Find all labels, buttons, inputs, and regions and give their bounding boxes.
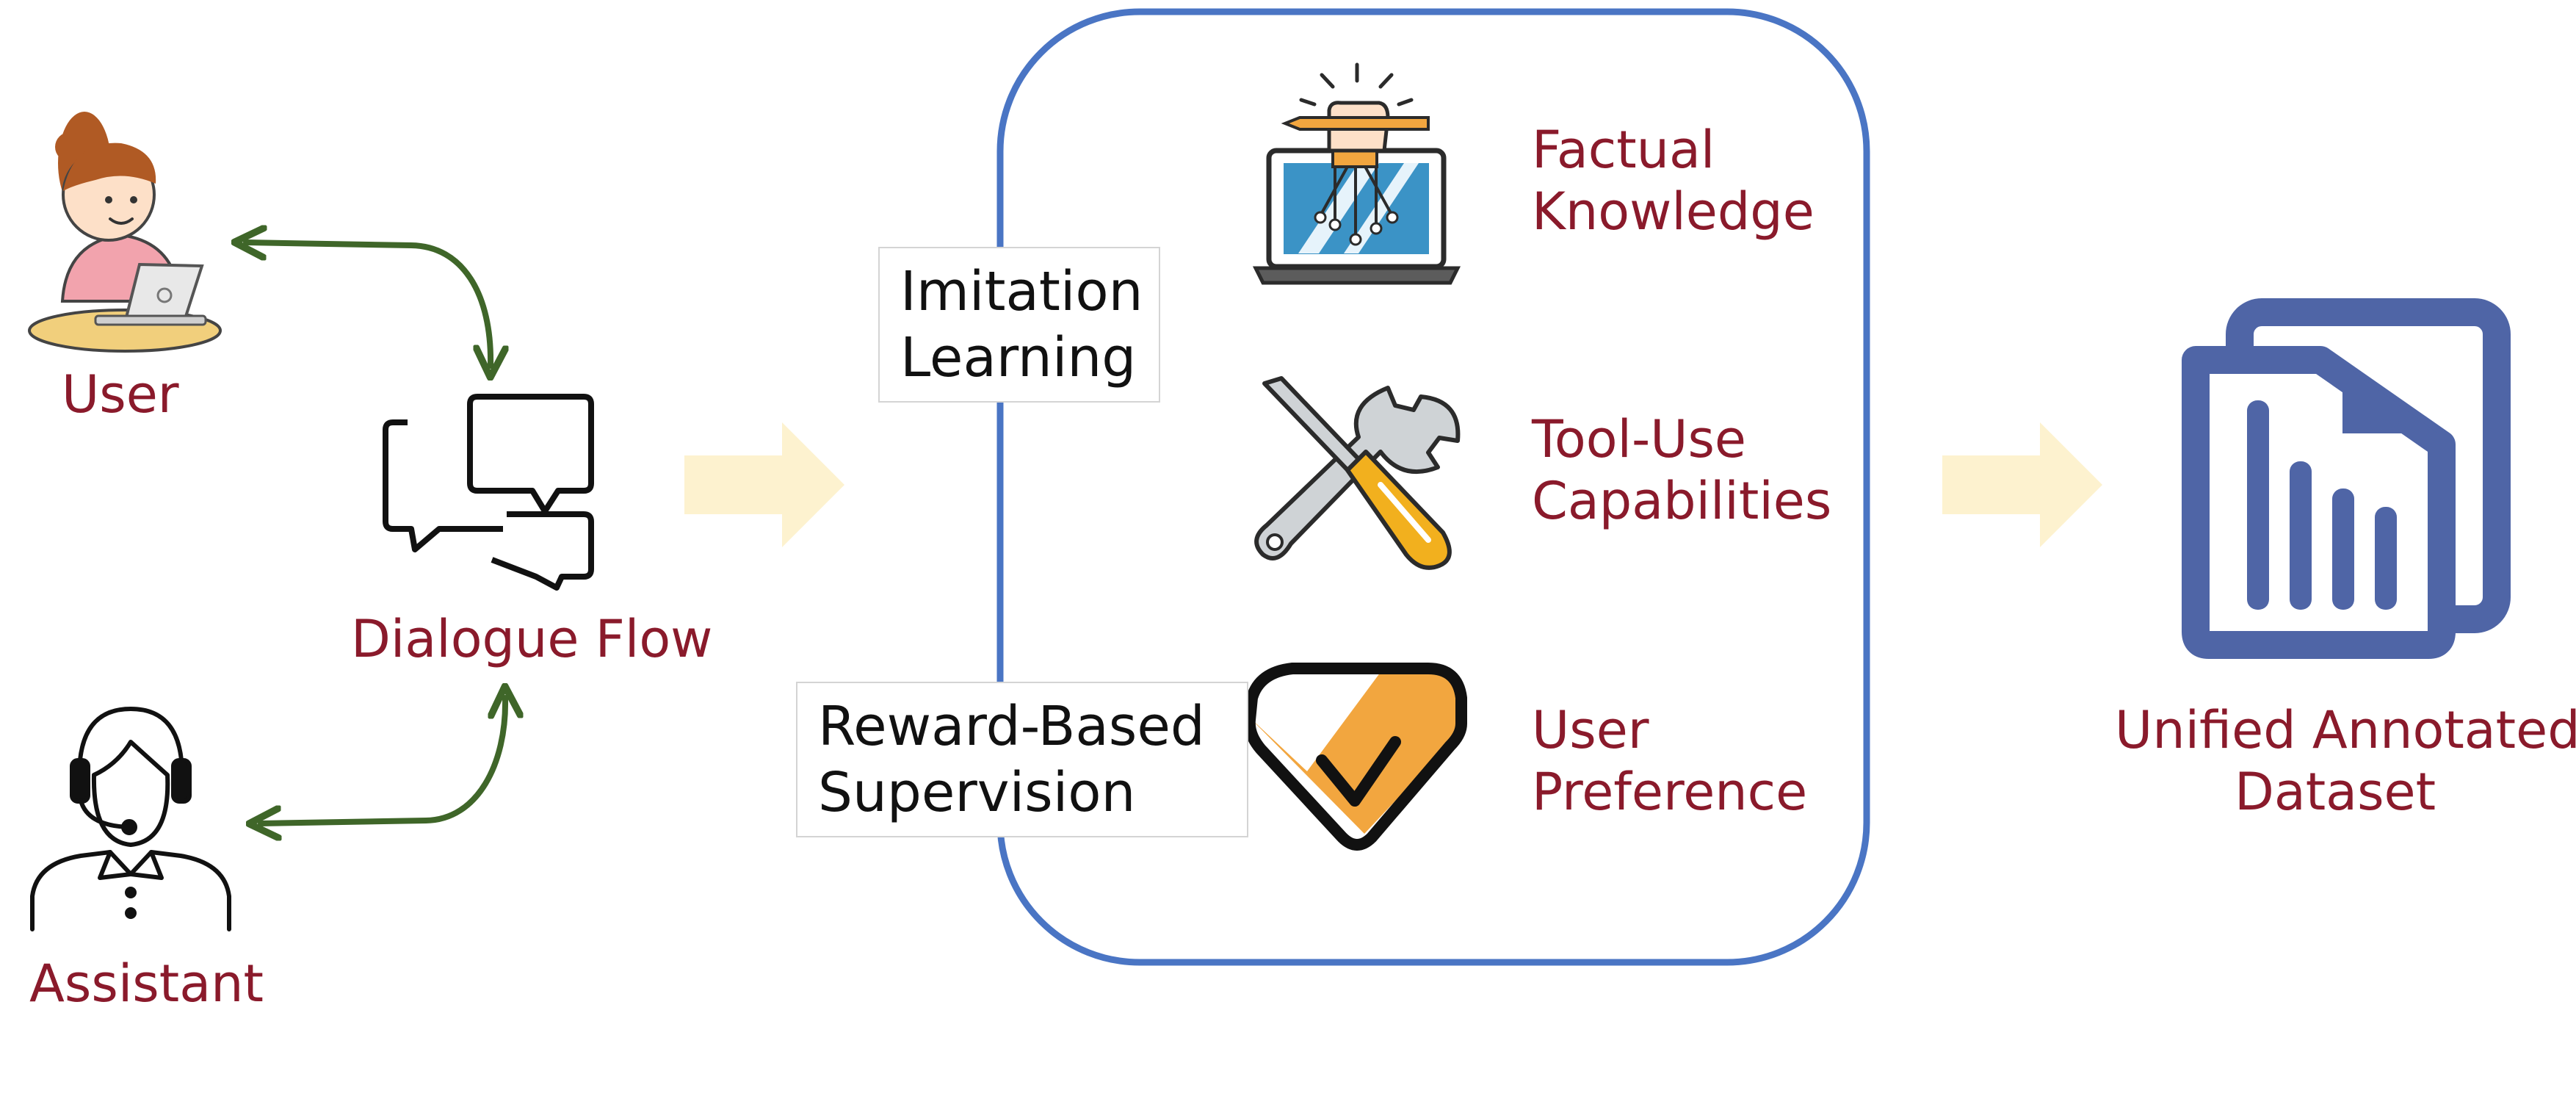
flow-arrow-to-methods <box>684 422 844 547</box>
capability-1-line-2: Knowledge <box>1532 181 1815 242</box>
dataset-document-icon <box>2182 298 2511 659</box>
output-line-2: Dataset <box>2234 762 2436 822</box>
laptop-hand-pencil-icon <box>1252 62 1461 285</box>
factual-knowledge-label: Factual Knowledge <box>1532 119 1815 242</box>
imitation-learning-box: Imitation Learning <box>878 247 1160 403</box>
assistant-dialogue-arrow <box>261 698 505 823</box>
reward-line-2: Supervision <box>818 761 1136 824</box>
flow-arrow-to-dataset <box>1942 422 2102 547</box>
user-icon <box>28 112 222 353</box>
capability-3-line-1: User <box>1532 700 1649 760</box>
assistant-icon <box>30 707 231 931</box>
unified-dataset-label: Unified Annotated Dataset <box>2115 699 2576 823</box>
wrench-screwdriver-icon <box>1254 376 1461 570</box>
reward-supervision-box: Reward-Based Supervision <box>796 682 1248 837</box>
capability-3-line-2: Preference <box>1532 762 1808 822</box>
imitation-line-1: Imitation <box>900 260 1143 323</box>
dialogue-flow-label: Dialogue Flow <box>351 609 713 669</box>
heart-checkmark-badge-icon <box>1243 663 1467 851</box>
user-preference-label: User Preference <box>1532 699 1807 823</box>
speech-bubbles-icon <box>383 394 594 591</box>
output-line-1: Unified Annotated <box>2115 700 2576 760</box>
capability-2-line-2: Capabilities <box>1532 471 1832 531</box>
capabilities-frame <box>996 8 1870 966</box>
capability-1-line-1: Factual <box>1532 120 1715 180</box>
assistant-label: Assistant <box>29 953 264 1014</box>
capability-2-line-1: Tool-Use <box>1532 409 1746 469</box>
user-dialogue-arrow <box>246 242 491 366</box>
reward-line-1: Reward-Based <box>818 695 1205 758</box>
imitation-line-2: Learning <box>900 326 1137 389</box>
user-label: User <box>62 364 179 425</box>
tool-use-label: Tool-Use Capabilities <box>1532 408 1831 532</box>
